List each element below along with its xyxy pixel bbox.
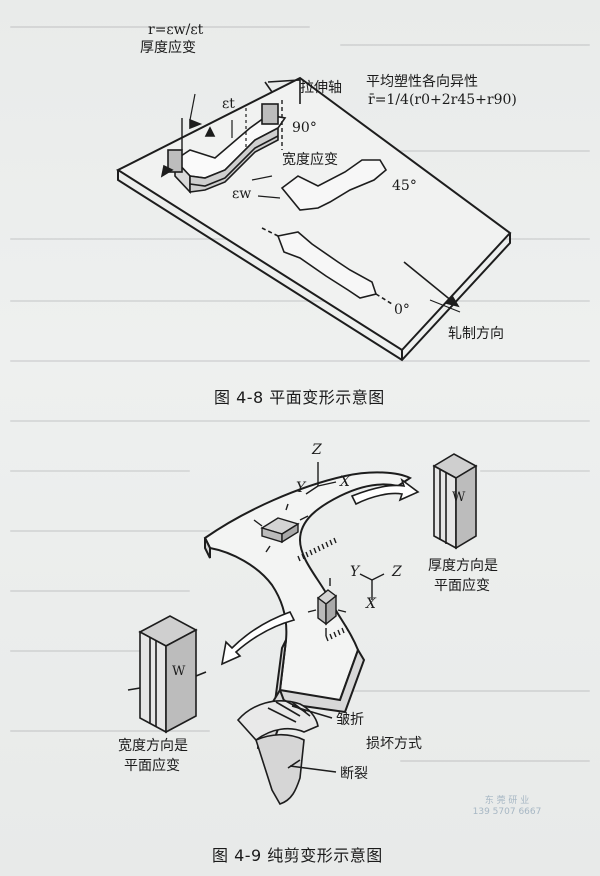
figure-4-8-caption: 图 4-8 平面变形示意图 (214, 388, 385, 407)
bleed-through-line (10, 730, 210, 732)
tensile-axis-label: 拉伸轴 (300, 80, 342, 96)
bleed-through-line (10, 420, 590, 422)
specimen-45-degree (280, 159, 388, 211)
watermark-stamp-line1: 东 莞 研 业 (484, 796, 530, 806)
bleed-through-line (340, 44, 590, 46)
bleed-through-line (250, 150, 590, 152)
thickness-strain-label: 厚度应变 (140, 40, 196, 56)
bleed-through-line (10, 360, 590, 362)
avg-anisotropy-formula: r̄=1/4(r0+2r45+r90) (368, 92, 517, 108)
width-strain-label: 宽度应变 (282, 152, 338, 168)
watermark-stamp: 东 莞 研 业 139 5707 6667 (452, 796, 562, 818)
thickness-plane-strain-line1: 厚度方向是 (428, 558, 498, 574)
specimen-0-degree (261, 227, 393, 305)
bleed-through-line (10, 26, 310, 28)
rolling-direction-label: 轧制方向 (448, 326, 504, 342)
axis-x-mid-label: X (366, 596, 376, 612)
bleed-through-line (10, 300, 590, 302)
failure-piece (236, 699, 337, 805)
angle-45-label: 45° (392, 178, 417, 194)
block-right-w-label: W (452, 490, 466, 505)
axis-z-mid-label: Z (392, 564, 402, 580)
axis-triad-mid (359, 573, 385, 600)
bleed-through-line (400, 760, 590, 762)
epsilon-t-label: εt (222, 96, 235, 112)
failure-mode-label: 损坏方式 (366, 736, 422, 752)
axis-z-top-label: Z (312, 442, 322, 458)
epsilon-w-label: εw (232, 186, 252, 202)
callout-arrows (220, 477, 420, 666)
bleed-through-line (10, 590, 190, 592)
width-plane-strain-line1: 宽度方向是 (118, 738, 188, 754)
thickness-plane-strain-line2: 平面应变 (434, 578, 490, 594)
sheet-plate (115, 76, 512, 362)
block-left-w-label: W (172, 664, 186, 679)
angle-0-label: 0° (394, 302, 410, 318)
angle-90-label: 90° (292, 120, 317, 136)
element-cube-top (253, 503, 309, 553)
block-width-plane-strain (127, 615, 207, 734)
figure-4-9-caption: 图 4-9 纯剪变形示意图 (212, 846, 383, 865)
width-plane-strain-line2: 平面应变 (124, 758, 180, 774)
axis-x-top-label: X (340, 474, 350, 490)
axis-triad-top (305, 462, 337, 495)
wrinkle-label: 皱折 (336, 712, 364, 728)
axis-y-mid-label: Y (350, 564, 360, 580)
axis-y-top-label: Y (296, 480, 306, 496)
label-leaders (189, 93, 461, 313)
block-thickness-plane-strain (432, 453, 478, 550)
watermark-stamp-line2: 139 5707 6667 (472, 807, 542, 817)
bleed-through-line (480, 470, 590, 472)
rolling-direction-arrow (403, 261, 460, 308)
avg-anisotropy-title: 平均塑性各向异性 (366, 74, 478, 90)
bleed-through-line (10, 530, 210, 532)
r-ratio-formula: r=εw/εt (148, 22, 204, 38)
bleed-through-line (10, 650, 150, 652)
bleed-through-line (340, 690, 590, 692)
fracture-label: 断裂 (340, 766, 368, 782)
specimen-90-degree (160, 79, 301, 195)
element-cube-mid (307, 578, 347, 636)
shear-band-marks (297, 537, 349, 642)
bleed-through-line (10, 470, 190, 472)
